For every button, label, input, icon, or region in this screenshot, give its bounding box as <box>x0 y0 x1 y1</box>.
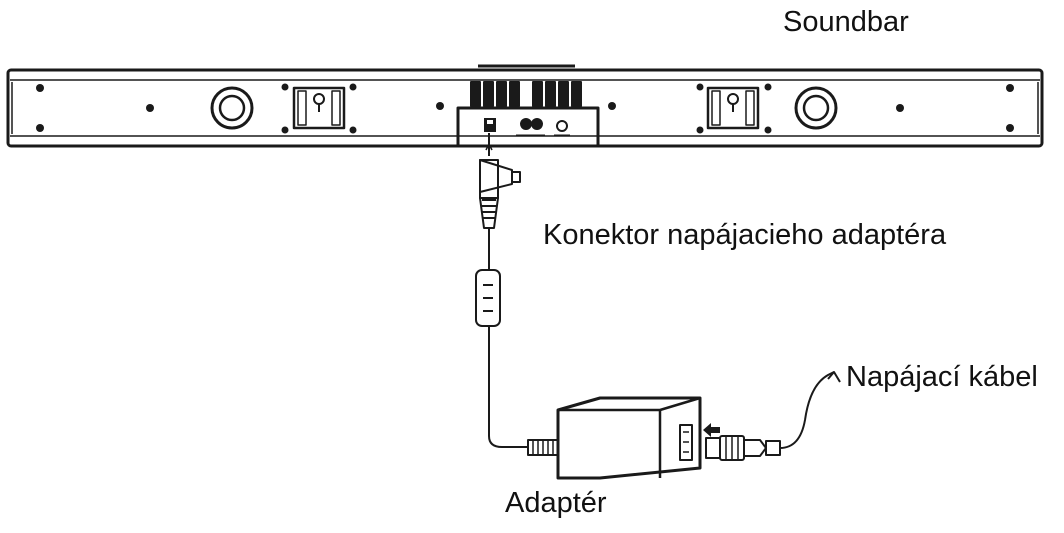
speaker-left <box>210 86 254 130</box>
rear-connector-panel <box>456 106 600 146</box>
speaker-right <box>794 86 838 130</box>
dc-cable <box>488 326 528 448</box>
ferrite-core <box>475 269 501 327</box>
wall-bracket-left <box>292 86 346 130</box>
screw-dots <box>36 83 1014 134</box>
mains-connector <box>705 435 781 461</box>
adapter-label: Adaptér <box>505 487 607 519</box>
wall-bracket-right <box>706 86 760 130</box>
soundbar-label: Soundbar <box>783 6 909 38</box>
top-control-fins <box>470 64 582 107</box>
mains-cable <box>779 371 835 449</box>
dc-plug <box>479 133 521 270</box>
power-adapter <box>527 396 702 480</box>
insert-arrow <box>703 423 720 437</box>
power-cable-label: Napájací kábel <box>846 361 1038 393</box>
soundbar <box>6 64 1044 148</box>
adapter-connector-label: Konektor napájacieho adaptéra <box>543 219 947 251</box>
mains-cable-end <box>827 371 841 383</box>
